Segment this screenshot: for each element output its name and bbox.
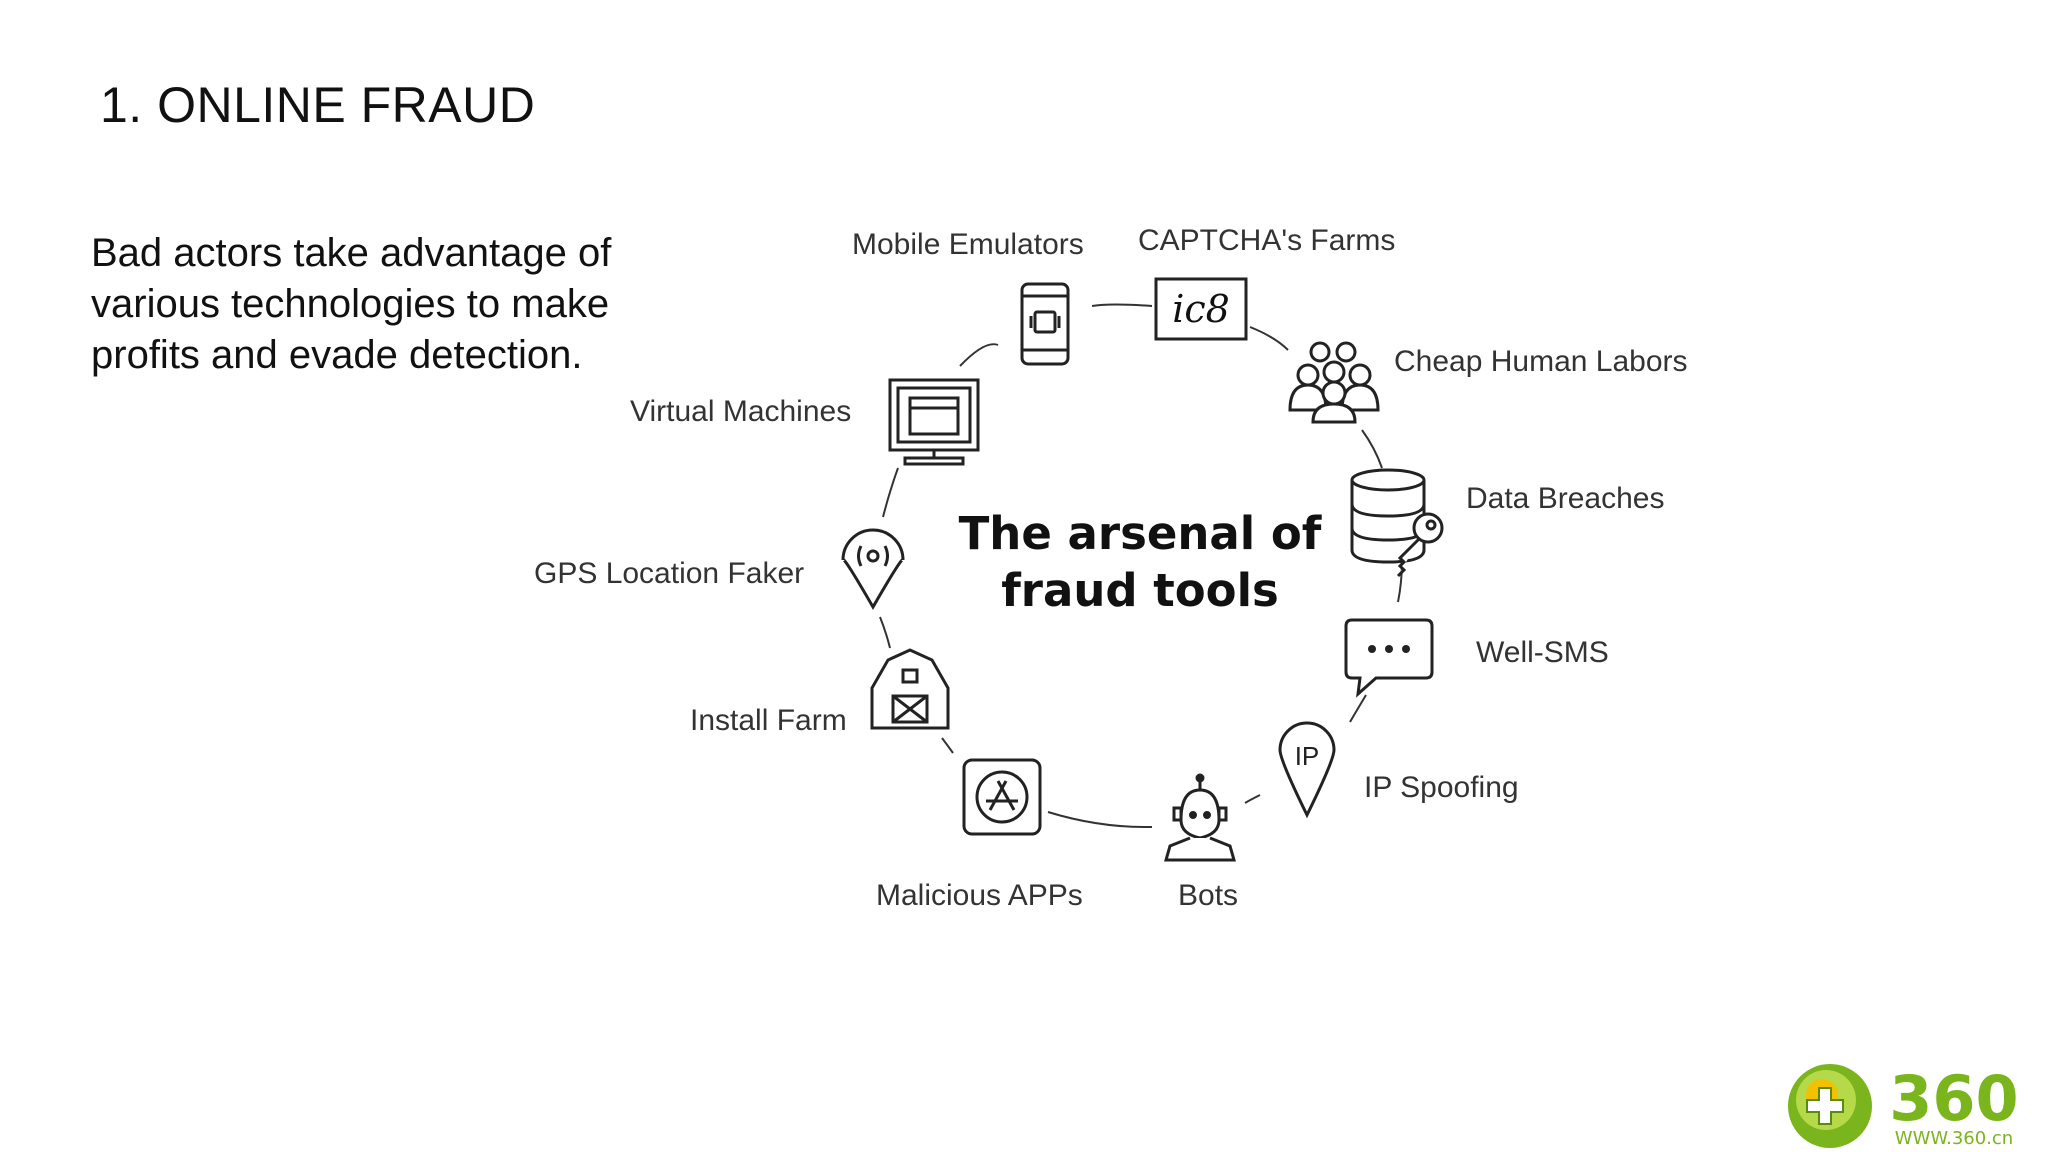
slide-title: 1. ONLINE FRAUD — [100, 77, 536, 133]
label-cheap-human-labors: Cheap Human Labors — [1394, 345, 1688, 378]
label-bots: Bots — [1178, 879, 1238, 912]
database-key-icon — [1350, 468, 1444, 578]
label-mobile-emulators: Mobile Emulators — [852, 228, 1084, 261]
diagram-center-title-line-2: fraud tools — [1001, 564, 1279, 617]
logo-brand-text: 360 — [1889, 1062, 2018, 1135]
label-virtual-machines: Virtual Machines — [630, 395, 851, 428]
people-group-icon — [1288, 341, 1380, 424]
label-data-breaches: Data Breaches — [1466, 482, 1664, 515]
label-captcha-farms: CAPTCHA's Farms — [1138, 224, 1395, 257]
robot-icon — [1164, 773, 1236, 862]
diagram-center-title-line-1: The arsenal of — [959, 507, 1322, 560]
captcha-icon: ic8 — [1154, 277, 1248, 341]
label-ip-spoofing: IP Spoofing — [1364, 771, 1519, 804]
label-malicious-apps: Malicious APPs — [876, 879, 1083, 912]
mobile-phone-android-icon — [1020, 282, 1070, 366]
slide-body-text: Bad actors take advantage of various tec… — [91, 231, 612, 377]
label-gps-location-faker: GPS Location Faker — [534, 557, 804, 590]
gps-pin-icon — [841, 528, 905, 611]
label-install-farm: Install Farm — [690, 704, 847, 737]
ip-icon-text: IP — [1295, 741, 1320, 771]
ring-connectors — [879, 303, 1403, 829]
label-well-sms: Well-SMS — [1476, 636, 1609, 669]
ip-pin-icon: IP — [1278, 721, 1336, 819]
captcha-icon-text: ic8 — [1172, 287, 1230, 331]
app-store-icon — [962, 758, 1042, 836]
monitor-icon — [888, 378, 980, 466]
chat-bubble-icon — [1344, 618, 1434, 698]
360-logo: 360 WWW.360.cn — [1788, 1062, 2019, 1149]
logo-url-text: WWW.360.cn — [1895, 1128, 2013, 1149]
barn-icon — [870, 648, 950, 730]
